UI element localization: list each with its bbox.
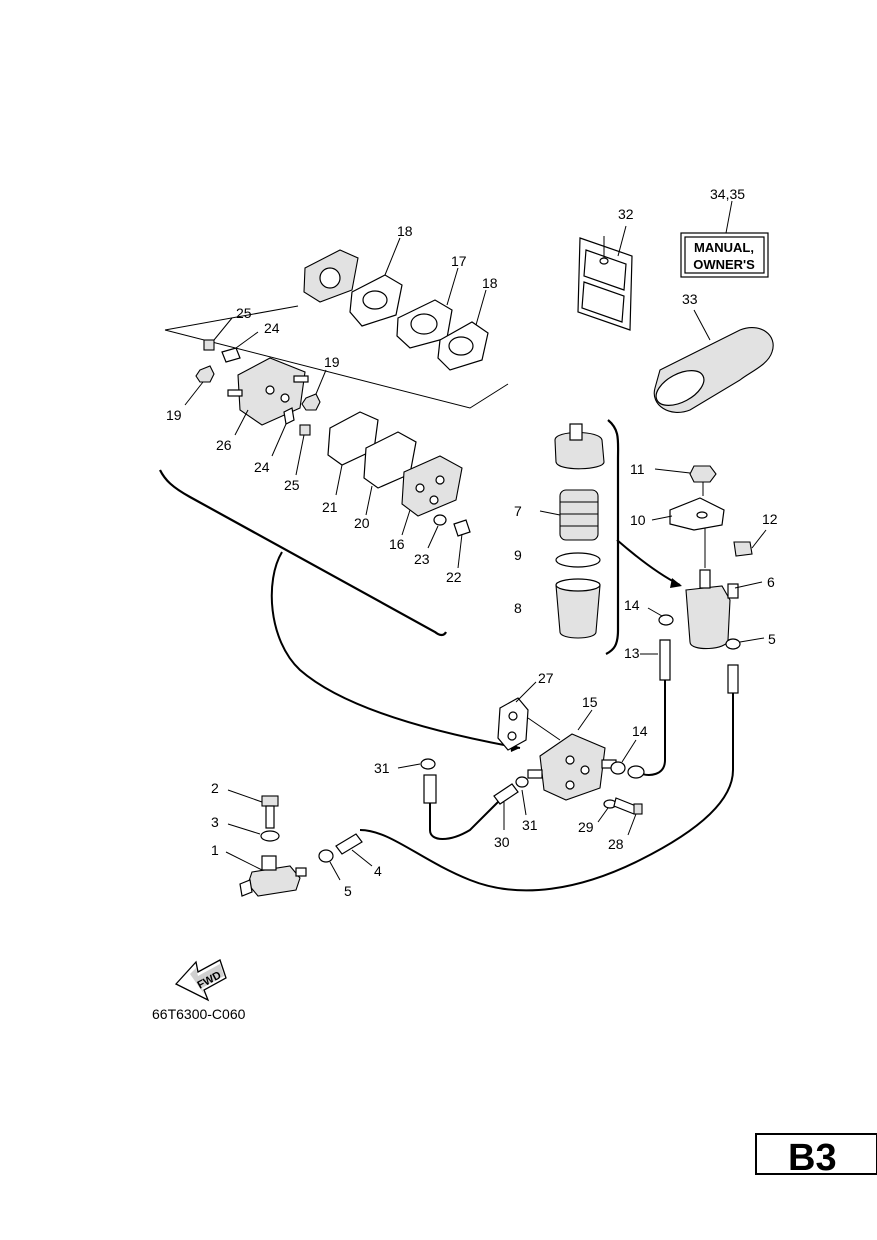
part-31-clip-b [515, 776, 529, 816]
part-3-washer [227, 823, 280, 842]
label-30: 30 [494, 834, 510, 850]
part-24-clip-a [221, 331, 259, 363]
label-19a: 19 [166, 407, 182, 423]
part-10-bracket [651, 482, 725, 531]
label-11: 11 [630, 461, 645, 477]
label-4: 4 [374, 863, 382, 879]
part-11-nut [654, 465, 717, 483]
part-5-clip-upper [725, 637, 765, 650]
part-15-fuel-pump [527, 709, 617, 801]
part-14-clip-lower [610, 739, 645, 779]
manual-text-line1: MANUAL, [694, 240, 754, 255]
part-26-pump-body [227, 357, 309, 436]
label-17: 17 [451, 253, 467, 269]
part-30-hose [423, 774, 519, 840]
part-28-bolt [613, 797, 643, 836]
label-2: 2 [211, 780, 219, 796]
label-1: 1 [211, 842, 219, 858]
part-13-hose [635, 639, 671, 776]
label-25b: 25 [284, 477, 300, 493]
label-14b: 14 [632, 723, 648, 739]
part-2-bolt [227, 789, 279, 829]
label-9: 9 [514, 547, 522, 563]
page-badge: B3 [755, 1133, 877, 1179]
label-14a: 14 [624, 597, 640, 613]
part-34-35-manual-group [680, 200, 769, 278]
label-6: 6 [767, 574, 775, 590]
label-13: 13 [624, 645, 640, 661]
part-1-fuel-joint [225, 851, 307, 897]
label-19b: 19 [324, 354, 340, 370]
part-32-tag [577, 225, 633, 331]
part-8-filter-cup [555, 578, 601, 639]
part-18-gasket-a [349, 237, 403, 327]
diagram-code: 66T6300-C060 [152, 1006, 246, 1022]
label-31a: 31 [374, 760, 390, 776]
label-34-35: 34,35 [710, 186, 745, 202]
label-7: 7 [514, 503, 522, 519]
part-19-nut-b [301, 369, 327, 411]
label-32: 32 [618, 206, 634, 222]
part-18-gasket-b [437, 289, 489, 371]
manual-text-line2: OWNER'S [693, 257, 755, 272]
label-21: 21 [322, 499, 338, 515]
label-12: 12 [762, 511, 778, 527]
label-25a: 25 [236, 305, 252, 321]
part-23-washer [427, 514, 447, 549]
label-29: 29 [578, 819, 594, 835]
part-16-pump-cover [401, 455, 463, 536]
label-18a: 18 [397, 223, 413, 239]
filter-detail-group [605, 419, 682, 655]
label-18b: 18 [482, 275, 498, 291]
label-33: 33 [682, 291, 698, 307]
part-12-bolt [733, 529, 767, 557]
label-31b: 31 [522, 817, 538, 833]
label-8: 8 [514, 600, 522, 616]
part-17-diaphragm [396, 267, 459, 349]
label-24b: 24 [254, 459, 270, 475]
label-3: 3 [211, 814, 219, 830]
label-16: 16 [389, 536, 405, 552]
label-20: 20 [354, 515, 370, 531]
label-10: 10 [630, 512, 646, 528]
part-6-fuel-filter-assembly [685, 528, 763, 650]
part-33-bag [653, 309, 774, 413]
part-19-nut-a [184, 365, 215, 406]
part-cover-plate [303, 249, 359, 303]
label-22: 22 [446, 569, 462, 585]
label-27: 27 [538, 670, 554, 686]
part-27-gasket [497, 681, 537, 751]
label-5a: 5 [768, 631, 776, 647]
filter-cap [554, 423, 605, 470]
part-7-filter-element [539, 489, 599, 541]
label-24a: 24 [264, 320, 280, 336]
part-25-screw-a [203, 317, 233, 351]
part-25-screw-b [295, 424, 311, 476]
part-5-clip-lower [318, 849, 341, 881]
part-24-clip-b [271, 407, 295, 457]
label-28: 28 [608, 836, 624, 852]
part-14-clip-upper [647, 607, 674, 626]
part-29-washer [597, 799, 617, 823]
label-26: 26 [216, 437, 232, 453]
main-fuel-hose [359, 664, 739, 892]
part-4-hose [335, 833, 373, 867]
part-labels: 18 17 18 25 24 19 19 26 24 25 21 20 16 2… [166, 186, 778, 899]
part-9-o-ring [555, 552, 601, 568]
label-23: 23 [414, 551, 430, 567]
label-5b: 5 [344, 883, 352, 899]
page-badge-text: B3 [788, 1137, 837, 1179]
fwd-arrow-icon: FWD [174, 959, 227, 1002]
part-31-clip-a [397, 758, 436, 770]
part-22-screw [453, 519, 471, 569]
label-15: 15 [582, 694, 598, 710]
